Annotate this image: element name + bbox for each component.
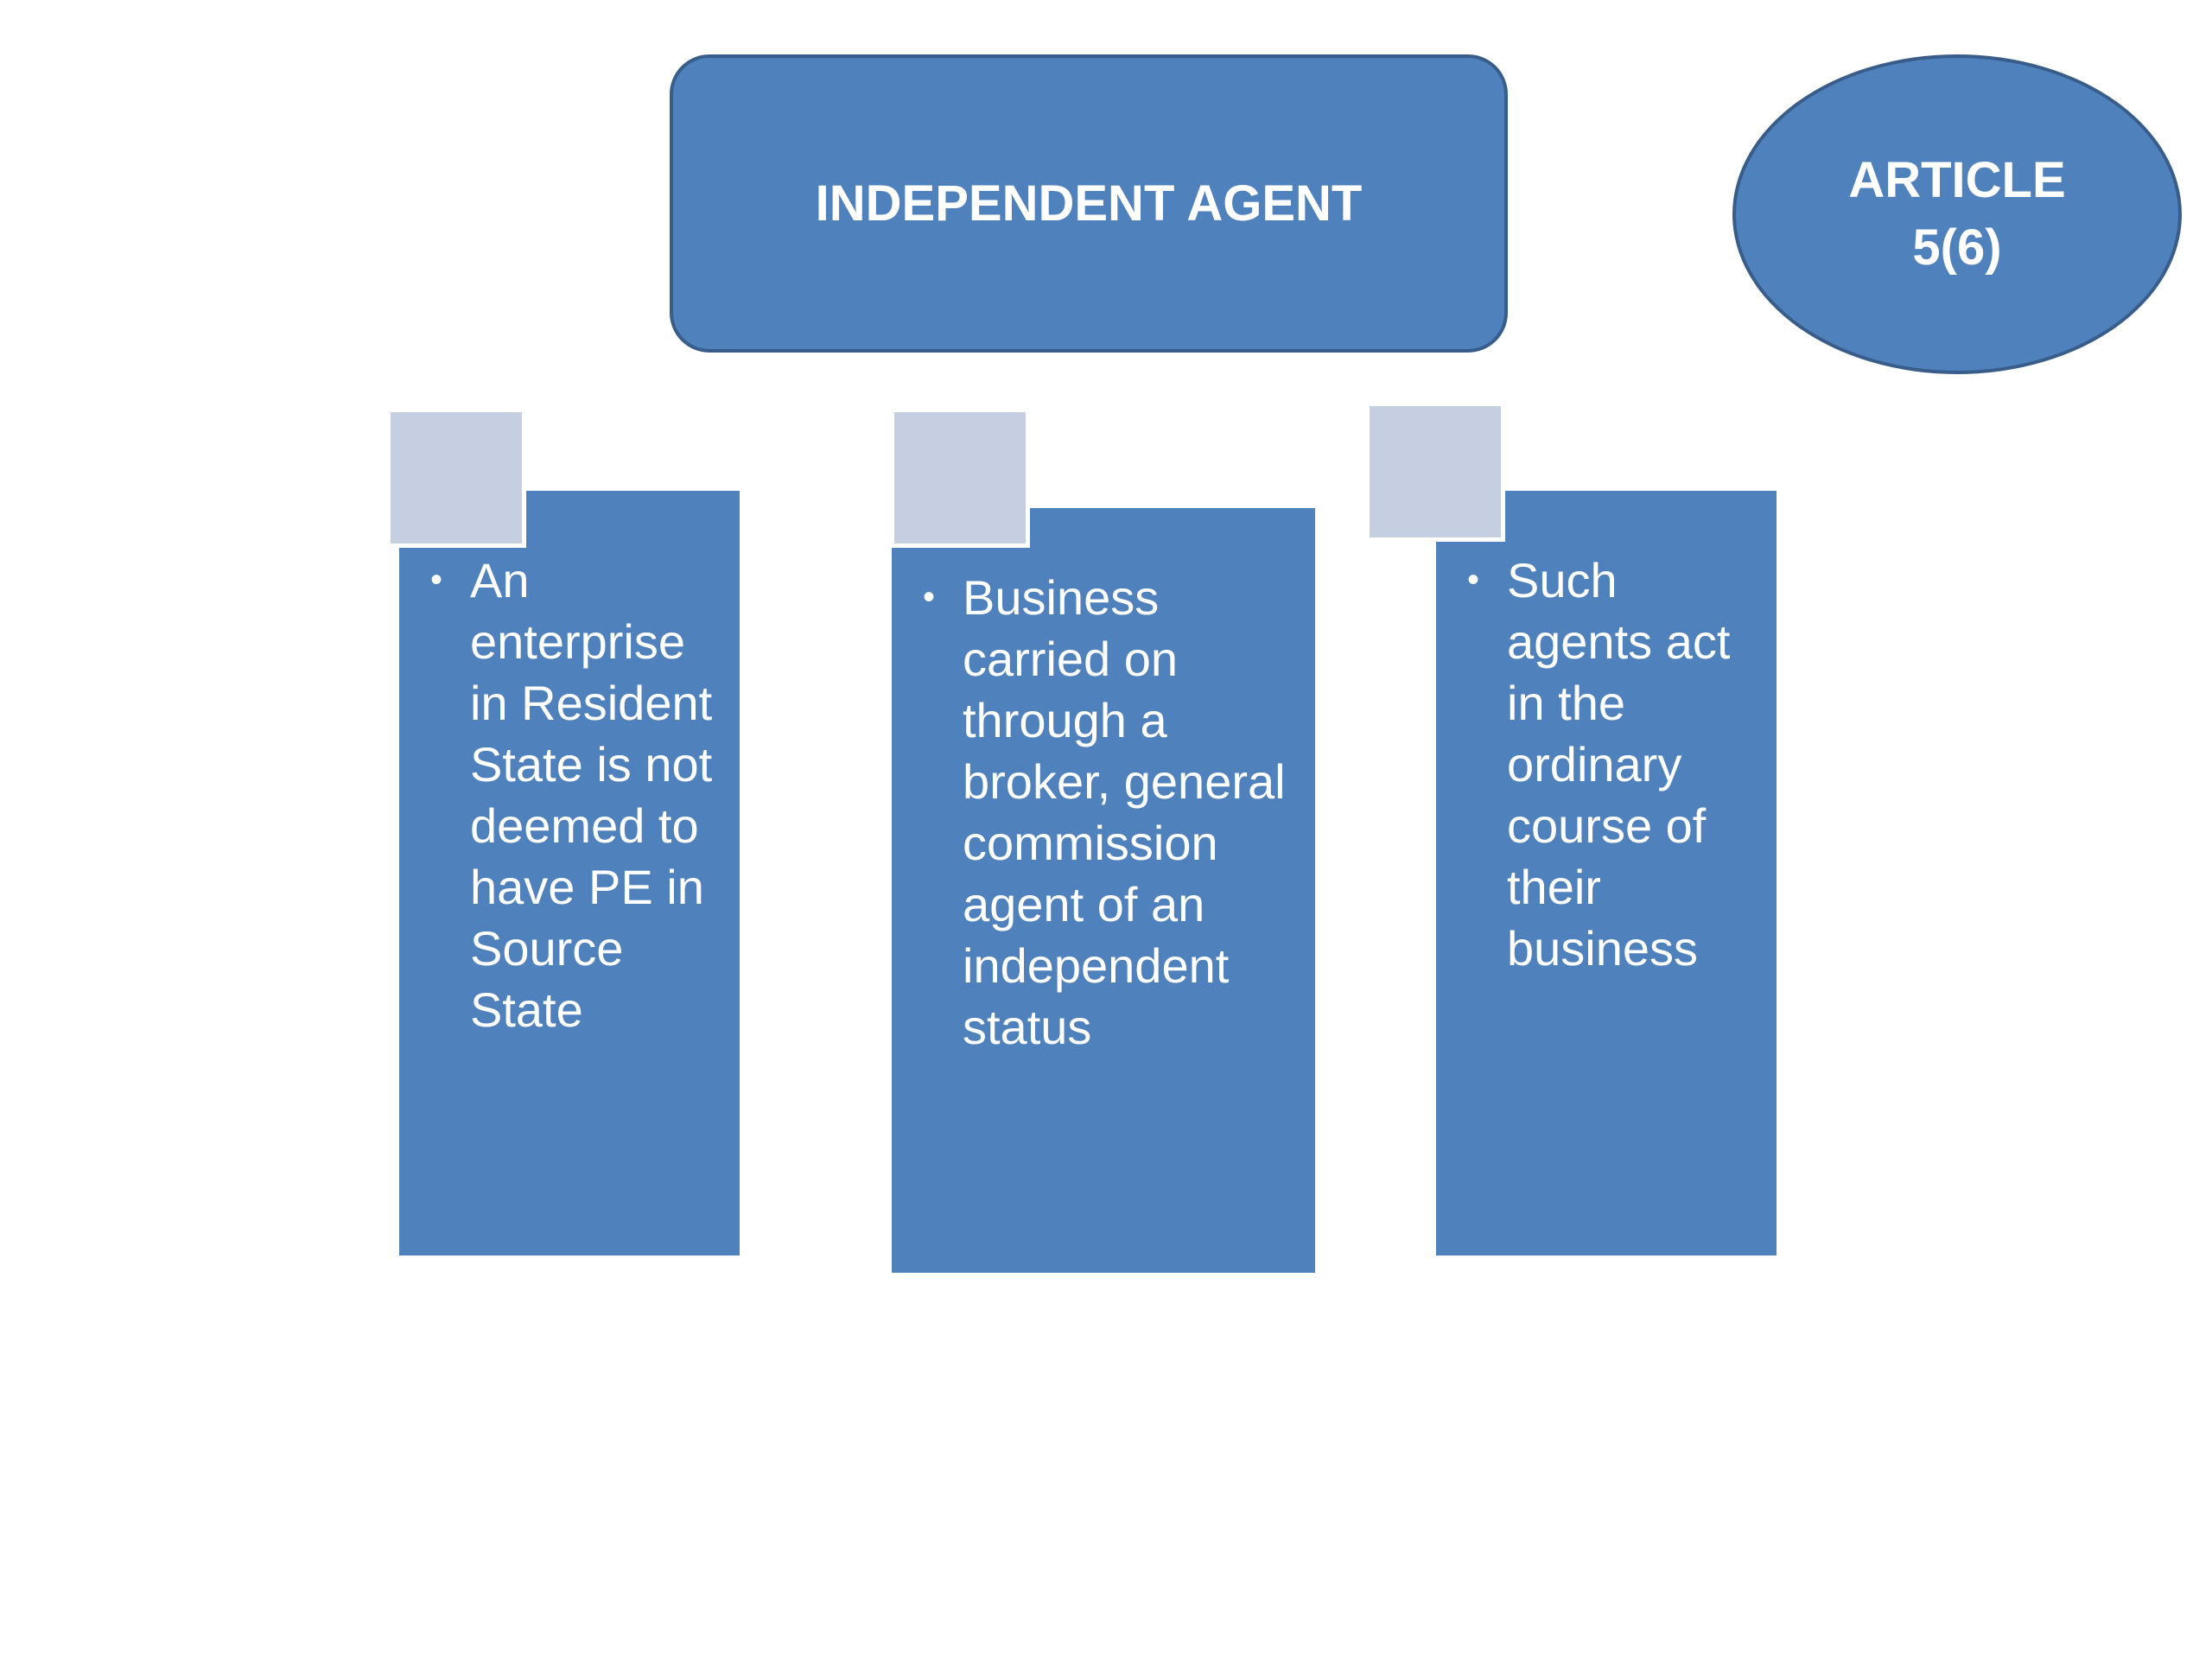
accent-square bbox=[386, 408, 526, 548]
article-oval: ARTICLE 5(6) bbox=[1732, 54, 2182, 374]
bullet-icon: • bbox=[430, 561, 443, 599]
card-bullet-row: • Such agents act in the ordinary course… bbox=[1467, 550, 1751, 979]
accent-square bbox=[890, 408, 1030, 548]
article-label: ARTICLE bbox=[1848, 152, 2066, 208]
accent-square bbox=[1365, 402, 1505, 542]
card-broker: • Business carried on through a broker, … bbox=[892, 508, 1315, 1273]
title-text: INDEPENDENT AGENT bbox=[815, 175, 1363, 232]
card-text: Such agents act in the ordinary course o… bbox=[1507, 553, 1731, 976]
card-bullet-row: • Business carried on through a broker, … bbox=[923, 567, 1289, 1058]
bullet-icon: • bbox=[923, 578, 936, 616]
card-resident-state: • An enterprise in Resident State is not… bbox=[399, 491, 740, 1255]
card-bullet-row: • An enterprise in Resident State is not… bbox=[430, 550, 714, 1040]
bullet-icon: • bbox=[1467, 561, 1480, 599]
title-box: INDEPENDENT AGENT bbox=[670, 54, 1508, 353]
article-number: 5(6) bbox=[1912, 219, 2002, 276]
card-ordinary-course: • Such agents act in the ordinary course… bbox=[1436, 491, 1777, 1255]
card-text: Business carried on through a broker, ge… bbox=[963, 570, 1286, 1054]
card-text: An enterprise in Resident State is not d… bbox=[470, 553, 713, 1037]
